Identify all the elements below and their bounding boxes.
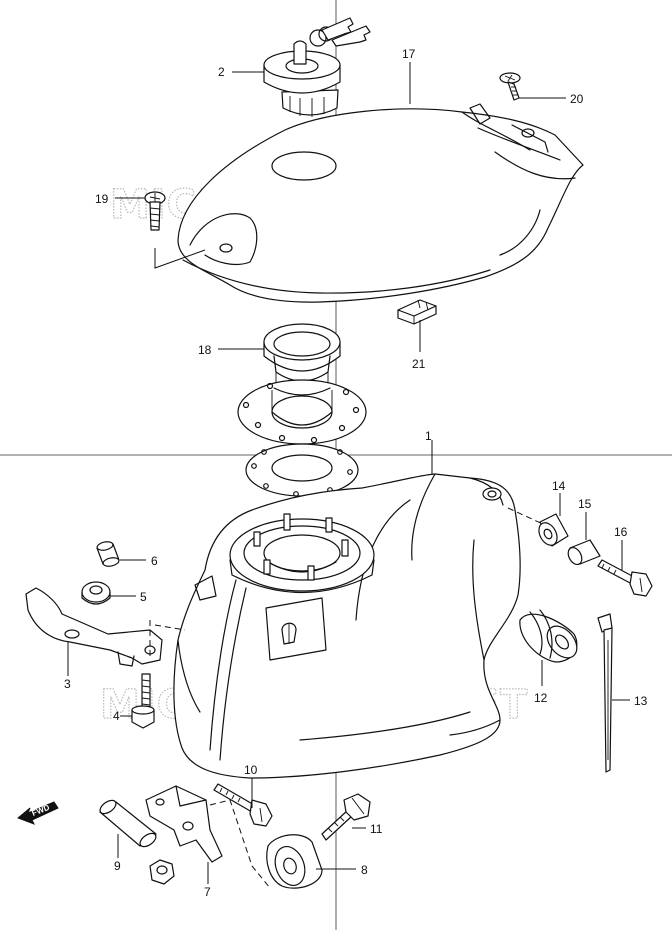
damper-part-8 <box>266 834 323 889</box>
callout-19: 19 <box>95 192 109 206</box>
callout-labels: 1 2 3 4 5 6 7 8 9 10 11 12 13 14 15 16 1… <box>64 47 648 899</box>
callout-2: 2 <box>218 65 225 79</box>
bolt-part-11 <box>321 793 371 841</box>
callout-13: 13 <box>634 694 648 708</box>
clip-part-21 <box>397 299 437 325</box>
callout-21: 21 <box>412 357 426 371</box>
callout-14: 14 <box>552 479 566 493</box>
collar-part-9 <box>99 799 157 848</box>
forward-arrow-icon: FWD <box>17 801 59 825</box>
callout-17: 17 <box>402 47 416 61</box>
callout-18: 18 <box>198 343 212 357</box>
collar-part-6 <box>96 541 120 567</box>
callout-8: 8 <box>361 863 368 877</box>
callout-16: 16 <box>614 525 628 539</box>
flange-plate <box>237 379 367 445</box>
cable-tie-part-13 <box>597 613 613 773</box>
callout-9: 9 <box>114 859 121 873</box>
fuel-cap-part <box>263 17 371 117</box>
callout-3: 3 <box>64 677 71 691</box>
bolt-part-10 <box>213 783 273 827</box>
bracket-part-7 <box>145 785 271 889</box>
screw-part-20 <box>499 72 521 101</box>
gasket-ring <box>245 443 359 497</box>
nut-part <box>149 859 175 885</box>
callout-1: 1 <box>425 429 432 443</box>
callout-10: 10 <box>244 763 258 777</box>
collar-part-15 <box>567 539 601 566</box>
callout-5: 5 <box>140 590 147 604</box>
tank-mount-ring <box>229 513 375 593</box>
grommet-part-5 <box>81 581 111 605</box>
fuel-tank-part <box>173 473 521 779</box>
callout-6: 6 <box>151 554 158 568</box>
filler-neck-part <box>263 323 341 410</box>
callout-20: 20 <box>570 92 584 106</box>
screw-part-19 <box>144 191 206 269</box>
bolt-part-16 <box>597 559 653 597</box>
bolt-part-4 <box>131 673 155 729</box>
callout-12: 12 <box>534 691 548 705</box>
bracket-part-3 <box>25 587 186 667</box>
callout-4: 4 <box>113 709 120 723</box>
callout-11: 11 <box>370 822 383 836</box>
damper-part-12 <box>519 609 578 663</box>
grommet-part-14 <box>507 507 569 547</box>
callout-15: 15 <box>578 497 592 511</box>
tank-cover-part <box>177 103 584 303</box>
callout-7: 7 <box>204 885 211 899</box>
leader-lines <box>67 62 630 884</box>
